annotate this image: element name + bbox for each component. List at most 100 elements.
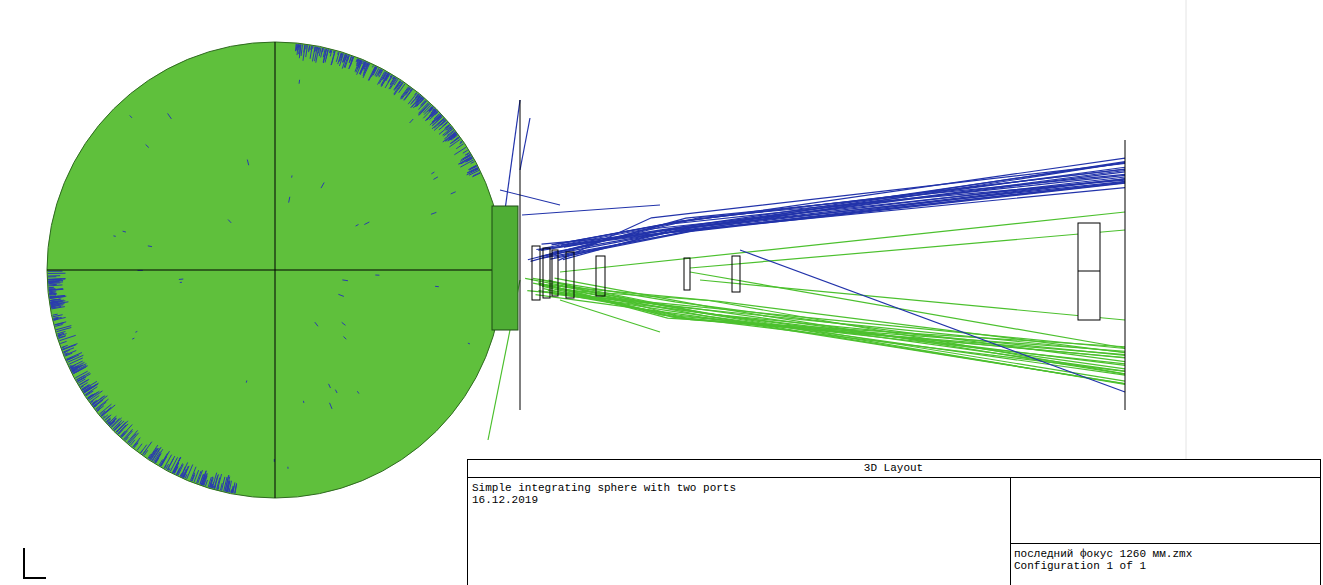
lens-group [492,100,1125,410]
ray-speck [121,425,132,437]
ray-speck [298,44,300,50]
ray-bundle [488,100,1125,440]
ray-speck [321,48,323,57]
light-ray [500,190,560,205]
light-ray [544,289,1125,358]
ray-speck [461,157,472,163]
ray-speck [59,336,66,338]
ray-speck [364,222,369,225]
light-ray [505,100,520,210]
ray-speck [55,324,62,326]
ray-speck [113,420,122,429]
ray-speck [96,402,106,410]
table-cell: последний фокус 1260 мм.zmx [1014,548,1192,560]
table-cell: Simple integrating sphere with two ports [472,482,736,494]
ray-speck [443,120,445,122]
ray-speck [299,80,301,84]
ray-speck [48,271,62,272]
ray-speck [62,344,77,350]
ray-speck [318,47,319,53]
table-cell: Configuration 1 of 1 [1014,560,1146,572]
ray-speck [287,467,288,469]
ray-speck [200,474,204,484]
ray-speck [50,301,65,303]
ray-speck [217,477,220,489]
ray-speck [321,48,323,52]
ray-speck [295,44,297,51]
light-ray [554,179,1125,257]
ray-speck [225,475,229,491]
light-ray [550,183,1125,259]
ray-speck [108,421,110,423]
ray-speck [210,478,213,488]
ray-speck [127,430,137,442]
ray-speck [202,482,203,485]
detector-divider [1078,271,1100,272]
ray-speck [329,384,331,388]
ray-speck [378,69,380,73]
ray-speck [322,48,324,52]
ray-speck [331,51,335,65]
ray-speck [468,165,476,169]
ray-speck [306,45,308,57]
ray-speck [100,411,105,415]
ray-speck [131,440,135,445]
ray-speck [303,45,305,61]
ray-speck [76,373,89,380]
ray-speck [67,357,75,360]
ray-speck [167,468,169,470]
ray-speck [72,369,77,372]
ray-speck [51,305,59,306]
ray-speck [329,50,331,53]
ray-speck [122,431,128,438]
ray-speck [70,366,73,367]
ray-speck [445,122,448,124]
ray-speck [411,94,419,104]
ray-speck [460,142,463,144]
lens-element [732,256,740,292]
light-ray [551,175,1125,244]
ray-speck [349,57,353,69]
ray-speck [57,331,65,333]
ray-speck [356,224,359,226]
ray-speck [335,390,337,393]
ray-speck [341,53,343,60]
table-rule [467,477,1321,478]
ray-speck [105,415,111,421]
table-frame [468,460,1321,585]
ray-speck [439,125,450,134]
ray-speck [192,475,195,482]
ray-speck [310,46,312,59]
ray-speck [135,331,137,333]
light-ray [522,205,660,215]
ray-speck [48,279,65,281]
ray-speck [59,335,75,340]
detector-box [1078,223,1100,320]
ray-speck [235,483,237,493]
ray-speck [50,297,65,299]
ray-speck [456,144,463,149]
ray-speck [419,103,430,115]
ray-speck [373,67,377,75]
ray-speck [58,336,65,338]
ray-speck [380,70,382,73]
ray-speck [439,122,448,129]
ray-speck [132,338,134,339]
ray-speck [48,278,65,280]
ray-speck [183,469,187,477]
ray-speck [54,317,66,320]
ray-speck [181,462,187,476]
ray-speck [342,279,348,281]
ray-speck [48,276,56,277]
ray-speck [344,55,348,67]
ray-speck [338,294,344,296]
ray-speck [299,44,301,58]
ray-speck [150,448,158,460]
ray-speck [359,60,362,68]
light-ray [539,279,1125,371]
ray-speck [460,141,462,142]
ray-speck [291,175,292,177]
ray-speck [297,44,298,55]
ray-speck [231,489,233,493]
